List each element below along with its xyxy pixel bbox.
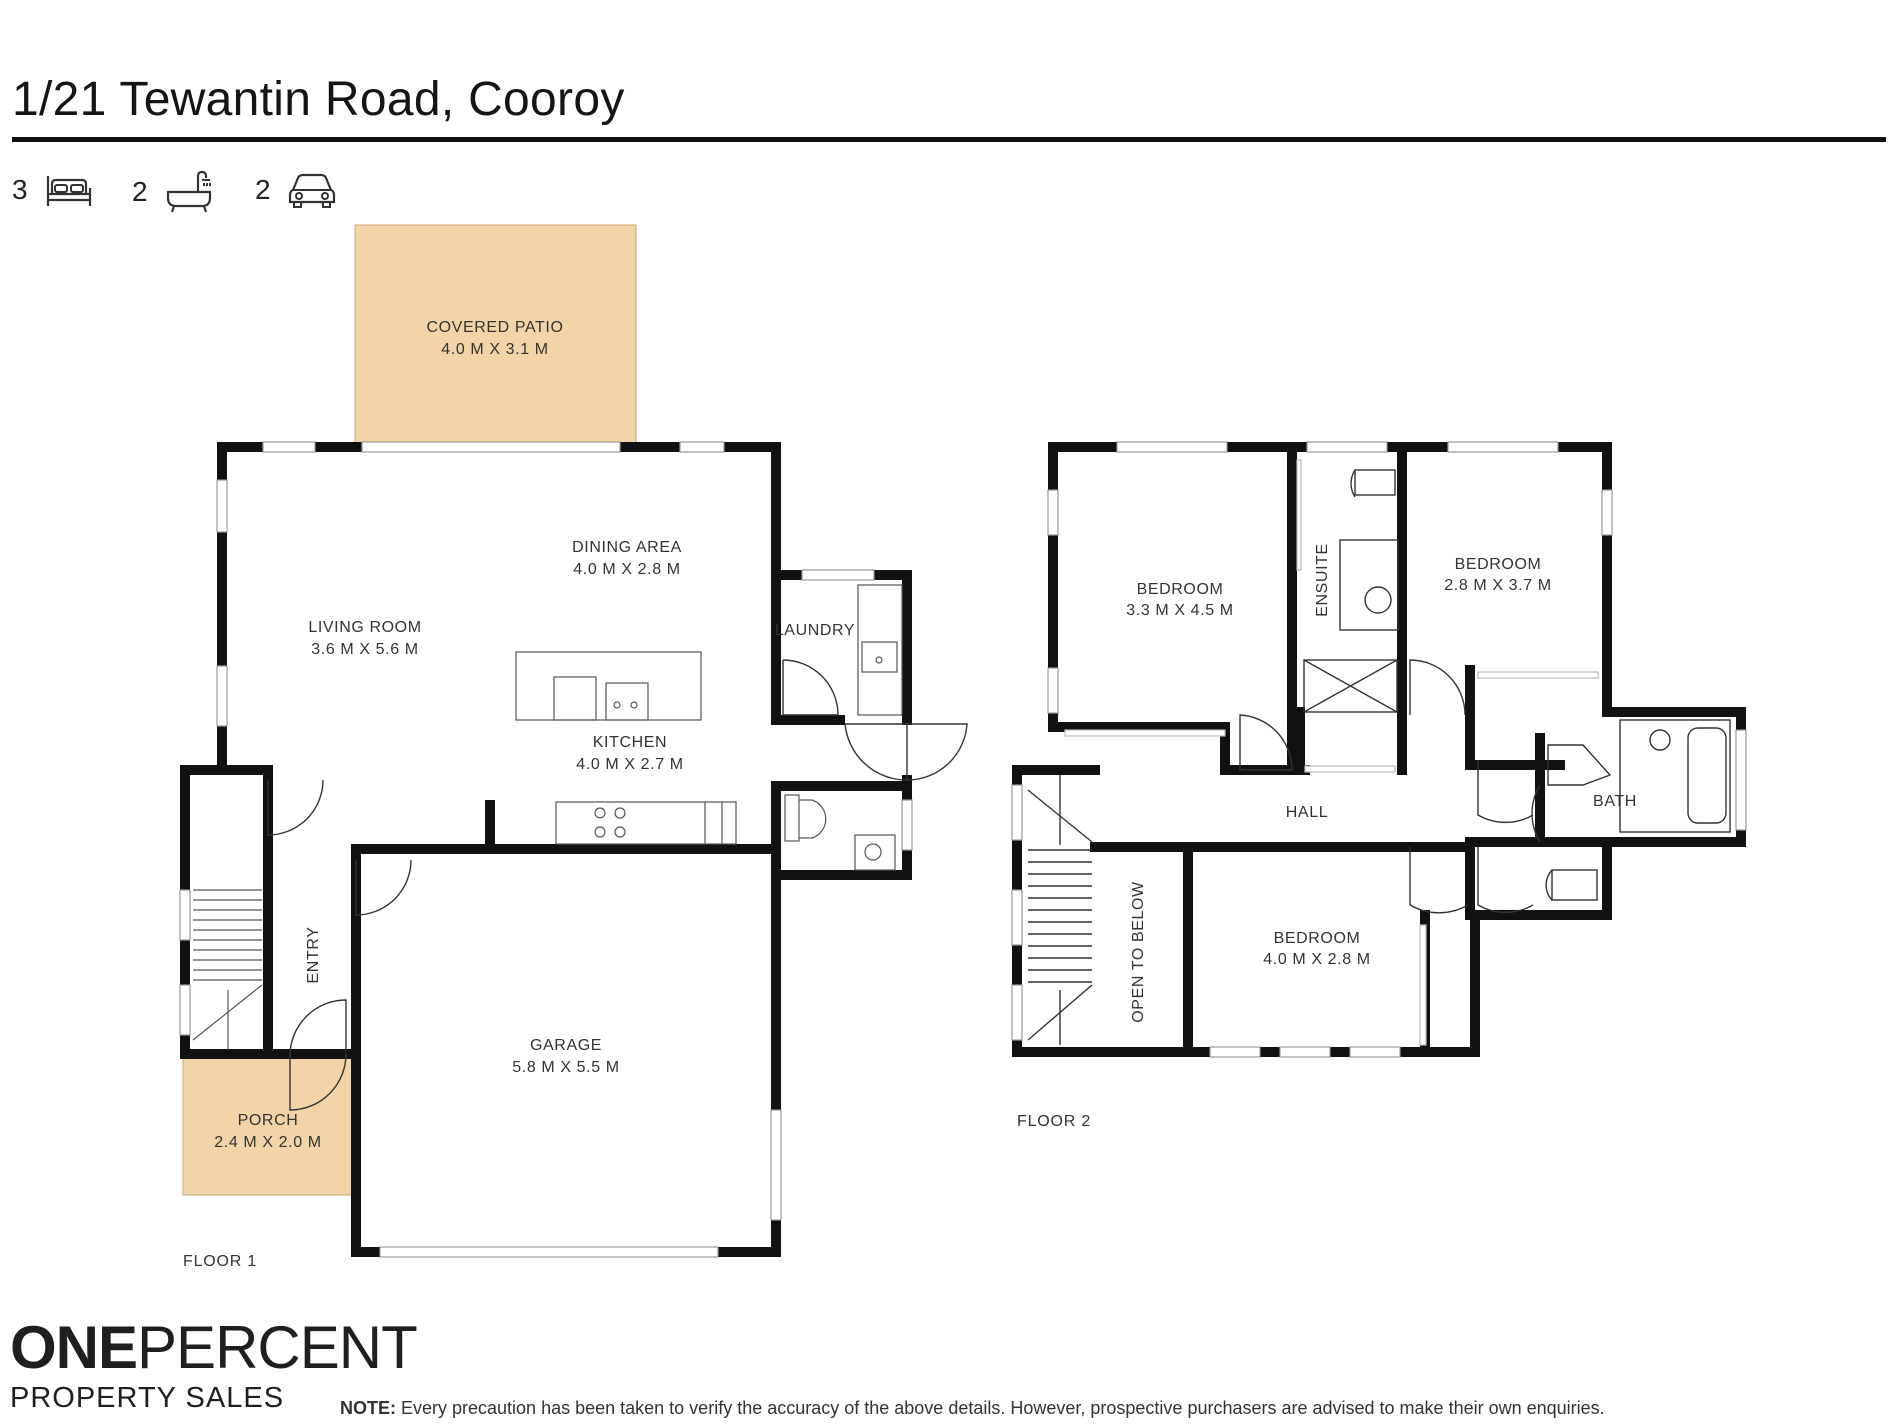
- dining-area-name: DINING AREA: [572, 539, 682, 556]
- garage-size: 5.8 M X 5.5 M: [512, 1059, 619, 1076]
- living-room-name: LIVING ROOM: [308, 619, 421, 636]
- floor2-doors: [1027, 469, 1731, 1045]
- bedroom-3-name: BEDROOM: [1274, 930, 1361, 947]
- floor2-walls: [1012, 442, 1746, 1057]
- covered-patio-size: 4.0 M X 3.1 M: [441, 341, 548, 358]
- brand-name-light: PERCENT: [137, 1314, 418, 1381]
- bedroom-2-name: BEDROOM: [1455, 556, 1542, 573]
- open-to-below-name: OPEN TO BELOW: [1130, 881, 1147, 1023]
- floor1-fixtures: [192, 584, 903, 1050]
- car-spaces-count: 2: [255, 174, 271, 205]
- floor1-labels: COVERED PATIO 4.0 M X 3.1 M DINING AREA …: [183, 319, 855, 1270]
- bathrooms-count: 2: [132, 176, 148, 207]
- ensuite-name: ENSUITE: [1314, 543, 1331, 617]
- bathtub-icon: [166, 170, 211, 213]
- floor2-labels: BEDROOM 3.3 M X 4.5 M ENSUITE BEDROOM 2.…: [1017, 543, 1637, 1130]
- porch-area: [182, 1053, 354, 1196]
- kitchen-name: KITCHEN: [593, 734, 667, 751]
- floor1-walls: [180, 442, 912, 1257]
- covered-patio-area: [354, 224, 637, 444]
- floor1-windows: [179, 441, 913, 1258]
- kitchen-size: 4.0 M X 2.7 M: [576, 756, 683, 773]
- hall-name: HALL: [1286, 804, 1328, 821]
- brand-subtitle: PROPERTY SALES: [10, 1382, 285, 1414]
- bath-name: BATH: [1593, 793, 1637, 810]
- brand-name-bold: ONE: [10, 1314, 138, 1381]
- entry-name: ENTRY: [305, 927, 322, 984]
- floor2-label: FLOOR 2: [1017, 1113, 1091, 1130]
- bathrooms-stat: 2: [132, 170, 214, 214]
- car-icon: [288, 173, 335, 208]
- living-room-size: 3.6 M X 5.6 M: [311, 641, 418, 658]
- note-label: NOTE:: [340, 1398, 396, 1418]
- garage-name: GARAGE: [530, 1037, 602, 1054]
- porch-name: PORCH: [238, 1112, 299, 1129]
- bedroom-1-size: 3.3 M X 4.5 M: [1126, 602, 1233, 619]
- bedroom-1-name: BEDROOM: [1137, 581, 1224, 598]
- laundry-name: LAUNDRY: [775, 622, 855, 639]
- disclaimer-note: NOTE: Every precaution has been taken to…: [340, 1398, 1605, 1419]
- title-underline: [12, 137, 1886, 142]
- brand-logo: ONEPERCENT: [10, 1318, 418, 1378]
- bed-icon: [46, 176, 91, 206]
- car-spaces-stat: 2: [255, 170, 337, 210]
- bedroom-2-size: 2.8 M X 3.7 M: [1444, 577, 1551, 594]
- floor1-label: FLOOR 1: [183, 1253, 257, 1270]
- bedroom-3-size: 4.0 M X 2.8 M: [1263, 951, 1370, 968]
- dining-area-size: 4.0 M X 2.8 M: [573, 561, 680, 578]
- porch-size: 2.4 M X 2.0 M: [214, 1134, 321, 1151]
- page-title: 1/21 Tewantin Road, Cooroy: [12, 73, 625, 126]
- covered-patio-name: COVERED PATIO: [426, 319, 563, 336]
- floor1-doors: [267, 659, 968, 1111]
- floor2-windows: [1011, 441, 1747, 1058]
- bedrooms-stat: 3: [12, 170, 94, 210]
- note-text: Every precaution has been taken to verif…: [396, 1398, 1605, 1418]
- bedrooms-count: 3: [12, 174, 28, 205]
